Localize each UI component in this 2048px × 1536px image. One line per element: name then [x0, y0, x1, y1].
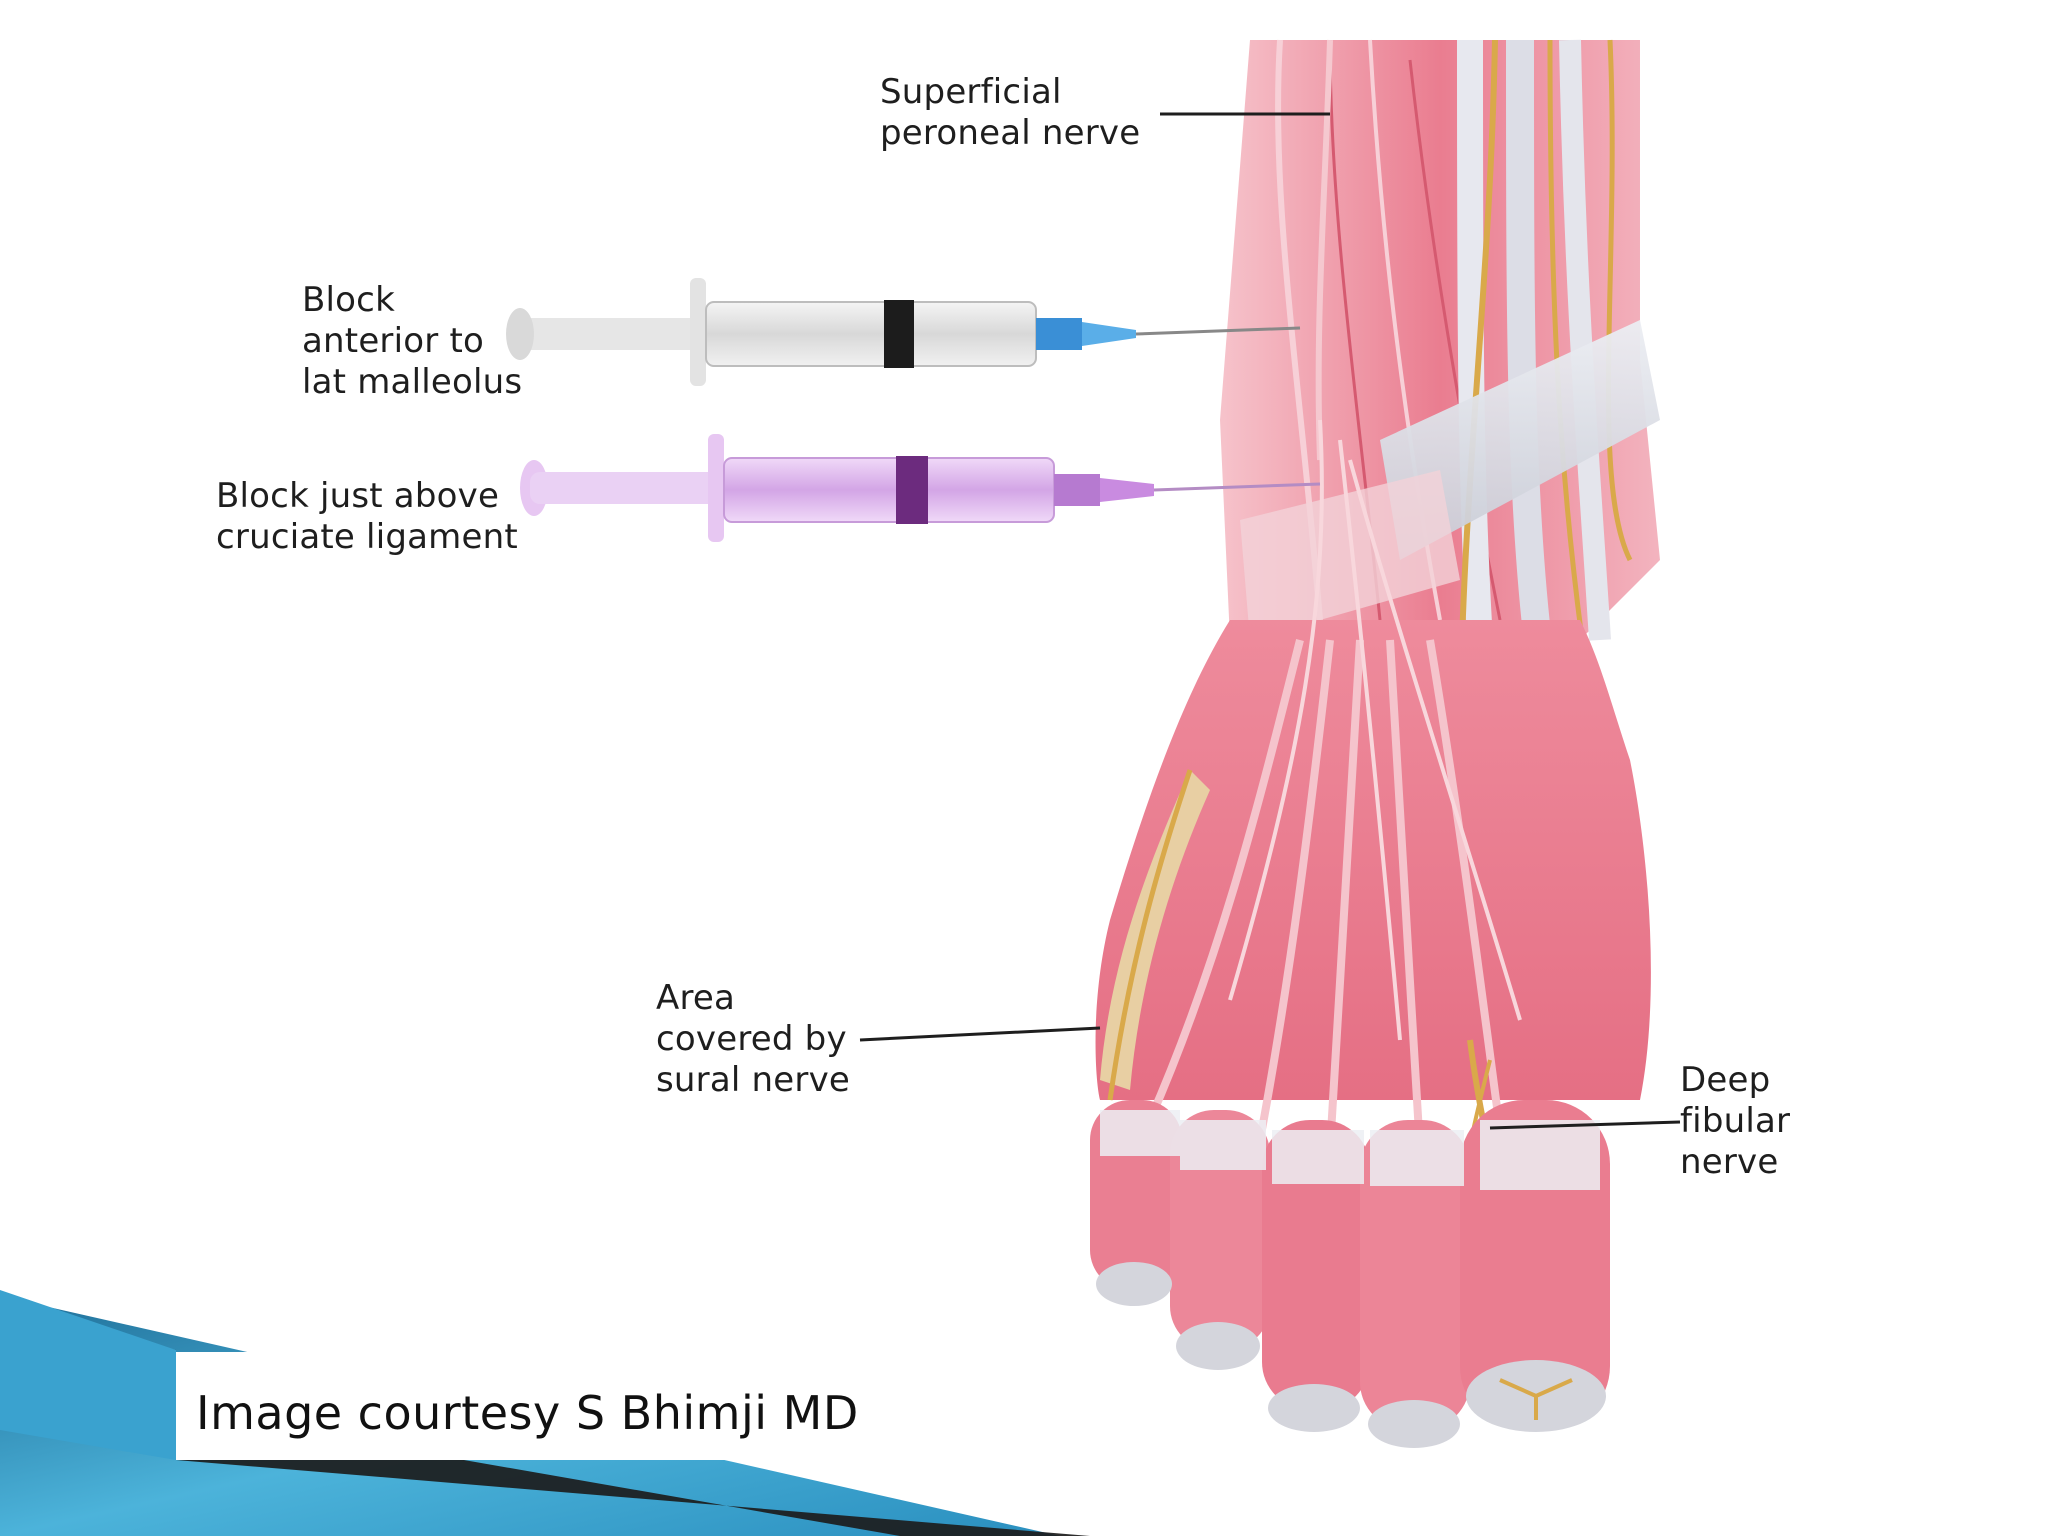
- foot-dorsum: [1095, 419, 1651, 1291]
- label-superficial-peroneal-nerve: Superficial peroneal nerve: [880, 72, 1141, 153]
- label-deep-fibular-nerve: Deep fibular nerve: [1680, 1060, 1791, 1182]
- image-credit: Image courtesy S Bhimji MD: [196, 1386, 859, 1440]
- toes: [1090, 1100, 1610, 1448]
- label-sural-area: Area covered by sural nerve: [656, 978, 851, 1100]
- leader-sural: [859, 1026, 1101, 1042]
- leg-muscles: [1220, 39, 1660, 761]
- label-block-anterior: Block anterior to lat malleolus: [302, 280, 523, 402]
- label-block-cruciate: Block just above cruciate ligament: [216, 476, 518, 557]
- leader-deep: [1489, 1120, 1681, 1130]
- syringe-icon: [520, 434, 1321, 542]
- cruciate-ligament: [1380, 320, 1660, 560]
- syringe-icon: [506, 278, 1301, 386]
